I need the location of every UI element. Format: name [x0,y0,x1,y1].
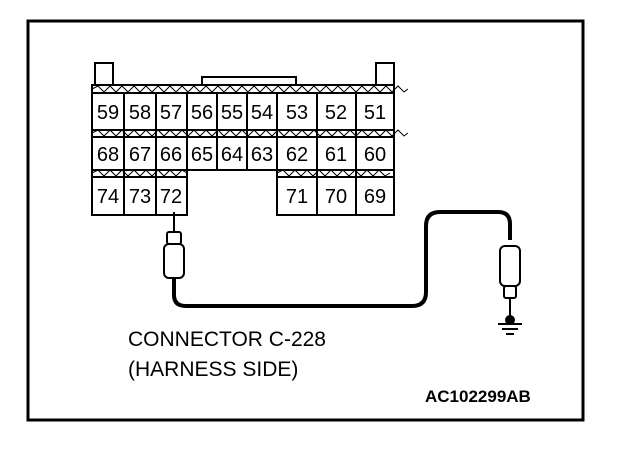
connector-label: CONNECTOR C-228 [128,328,326,351]
pin-label: 63 [251,144,273,166]
pin-label: 62 [286,144,308,166]
pin-numbers: 59 58 57 56 55 54 53 52 51 68 67 66 65 6… [97,102,386,208]
pin-label: 56 [191,102,213,124]
ground-probe-icon [499,245,521,316]
figure-id: AC102299AB [425,387,531,406]
pin-label: 64 [221,144,243,166]
probe-icon [163,212,185,279]
connector-hatching [91,85,409,177]
pin-label: 60 [364,144,386,166]
pin-label: 66 [160,144,182,166]
pin-label: 70 [325,186,347,208]
diagram-frame [26,19,585,422]
pin-label: 69 [364,186,386,208]
test-lead-wire [172,210,512,308]
pin-label: 51 [364,102,386,124]
pin-label: 54 [251,102,273,124]
pin-label: 57 [160,102,182,124]
pin-label: 53 [286,102,308,124]
pin-label: 55 [221,102,243,124]
pin-label: 74 [97,186,119,208]
pin-label: 65 [191,144,213,166]
pin-label: 68 [97,144,119,166]
pin-label: 73 [129,186,151,208]
pin-label: 58 [129,102,151,124]
pin-label: 61 [325,144,347,166]
ground-icon [498,315,522,335]
pin-label: 52 [325,102,347,124]
pin-label: 59 [97,102,119,124]
pin-label: 67 [129,144,151,166]
harness-side-label: (HARNESS SIDE) [128,358,298,381]
pin-label: 72 [160,186,182,208]
pin-label: 71 [286,186,308,208]
